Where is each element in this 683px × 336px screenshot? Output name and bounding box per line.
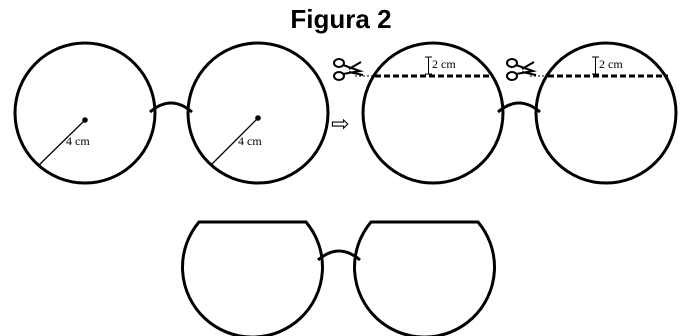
left-cut-label: 2 cm: [432, 57, 456, 71]
right-lens-circle: [186, 41, 330, 185]
right-cut-label: 2 cm: [599, 57, 623, 71]
glasses-cut-result: [181, 220, 496, 336]
left-cut-lens: [181, 220, 324, 336]
right-radius-line: [211, 117, 259, 165]
nose-bridge: [317, 249, 361, 262]
left-lens-circle: [13, 41, 157, 185]
nose-bridge: [149, 101, 193, 114]
nose-bridge: [497, 101, 541, 114]
left-radius-label: 4 cm: [66, 134, 90, 148]
glasses-cut-marked: 2 cm 2 cm: [333, 41, 678, 185]
scissors-icon: [506, 58, 537, 81]
scissors-icon: [333, 58, 364, 81]
arrow-right-icon: ⇨: [331, 112, 349, 137]
figure-title: Figura 2: [290, 4, 391, 34]
right-radius-label: 4 cm: [238, 134, 262, 148]
left-radius-line: [38, 119, 86, 166]
right-lens-circle: [534, 41, 678, 185]
left-lens-circle: [361, 41, 505, 185]
glasses-full: 4 cm 4 cm: [13, 41, 330, 185]
right-cut-lens: [353, 220, 496, 336]
